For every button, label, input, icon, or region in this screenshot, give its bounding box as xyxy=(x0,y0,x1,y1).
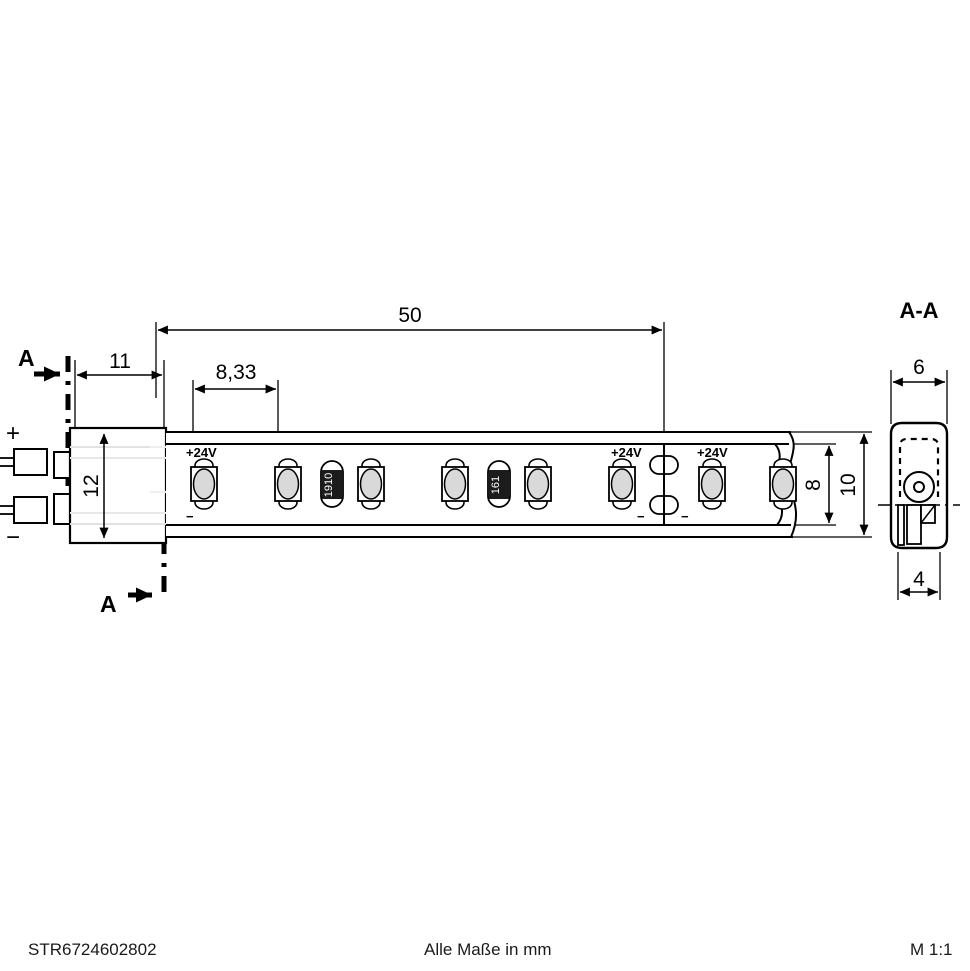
dimension-overall-length: 50 xyxy=(155,304,665,470)
dimension-label-833: 8,33 xyxy=(216,361,257,384)
strip-labels: +24V +24V +24V − − − xyxy=(186,445,728,524)
led-strip xyxy=(166,431,798,538)
section-marker-label-top: A xyxy=(18,345,35,371)
supply-label-3: +24V xyxy=(697,445,728,460)
dimension-strip-width: 12 xyxy=(80,433,109,539)
section-marker-label-bottom: A xyxy=(100,591,117,617)
footer-scale: M 1:1 xyxy=(910,940,953,959)
section-marker-bottom: A xyxy=(100,587,152,617)
led-3 xyxy=(357,458,385,510)
led-8 xyxy=(769,458,797,510)
resistor-2: 161 xyxy=(487,460,511,508)
dimension-label-10: 10 xyxy=(837,473,860,496)
dimension-label-11: 11 xyxy=(109,350,131,373)
cross-section-view: A-A 6 xyxy=(878,298,960,600)
footer-units-note: Alle Maße in mm xyxy=(424,940,552,959)
ground-label-3: − xyxy=(681,509,689,524)
supply-label-1: +24V xyxy=(186,445,217,460)
ground-label-2: − xyxy=(637,509,645,524)
led-7 xyxy=(698,458,726,510)
pcb-carrier xyxy=(897,504,936,546)
supply-label-2: +24V xyxy=(611,445,642,460)
dimension-lead-offset: 11 xyxy=(74,350,165,432)
dimension-label-12: 12 xyxy=(80,474,103,497)
connector-body xyxy=(68,426,182,545)
lead-wires: + − xyxy=(0,420,48,551)
dimension-label-4: 4 xyxy=(913,568,925,591)
resistor-1: 1910 xyxy=(320,460,344,508)
resistor-code-2: 161 xyxy=(490,476,502,494)
led-1 xyxy=(190,458,218,510)
dimension-overall-height: 10 xyxy=(791,431,872,538)
dimension-label-8: 8 xyxy=(802,479,825,491)
polarity-plus-label: + xyxy=(6,420,20,447)
led-4 xyxy=(441,458,469,510)
led-5 xyxy=(524,458,552,510)
cut-point xyxy=(649,444,679,525)
dimension-label-50: 50 xyxy=(398,304,421,327)
section-cut-line xyxy=(65,356,167,596)
polarity-minus-label: − xyxy=(6,524,20,551)
cross-section-title: A-A xyxy=(899,298,938,323)
section-marker-top: A xyxy=(18,345,60,382)
ground-label-1: − xyxy=(186,509,194,524)
led-6 xyxy=(608,458,636,510)
dimension-pcb-height: 8 xyxy=(793,443,836,526)
led-2 xyxy=(274,458,302,510)
lead-ferrule-plus xyxy=(13,448,48,476)
resistor-code-1: 1910 xyxy=(323,473,335,497)
emitter-center xyxy=(913,481,925,493)
dimension-label-6: 6 xyxy=(913,356,925,379)
connector-tabs xyxy=(53,451,73,525)
footer-part-number: STR6724602802 xyxy=(28,940,157,959)
dimension-section-width: 6 xyxy=(890,356,948,424)
dimension-led-pitch: 8,33 xyxy=(192,361,279,435)
lead-ferrule-minus xyxy=(13,496,48,524)
resistor-components: 1910 161 xyxy=(320,460,511,508)
dimension-pcb-width: 4 xyxy=(897,552,941,600)
